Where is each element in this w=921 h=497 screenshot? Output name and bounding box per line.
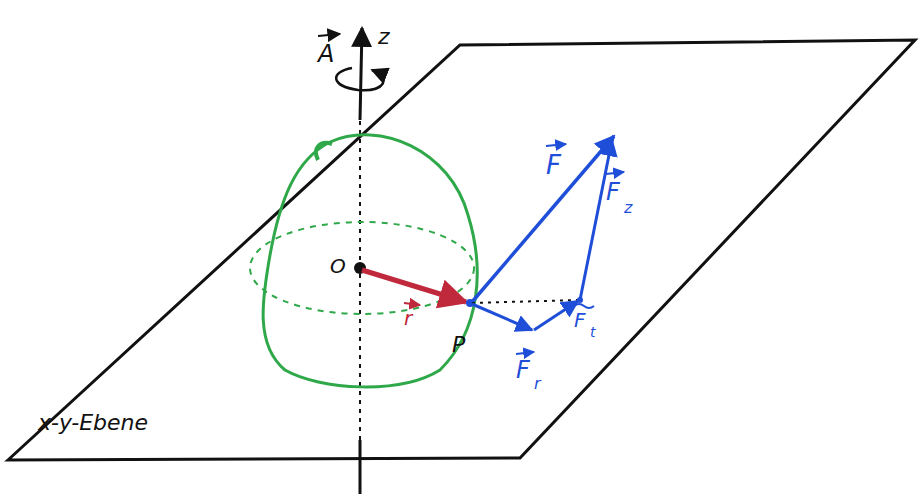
orbit-ellipse (250, 222, 474, 314)
subscript: z (624, 200, 632, 216)
point-label: O (330, 256, 346, 276)
r-vector (362, 270, 466, 302)
z-axis (360, 28, 362, 120)
vector-label: r (404, 308, 412, 328)
xy-plane (8, 40, 915, 460)
plane-label: x-y-Ebene (38, 412, 148, 434)
subscript: t (590, 325, 596, 339)
force-vector (472, 136, 614, 302)
vector-label: F (546, 152, 561, 178)
vector-label: F (516, 358, 530, 382)
vector-label: F (606, 180, 620, 204)
point-label: P (452, 334, 465, 356)
axis-label: z (378, 26, 390, 48)
vector-label: F (574, 310, 586, 330)
rigid-body (263, 135, 477, 387)
axis-label: A (318, 42, 334, 66)
rotation-arrow (336, 68, 383, 90)
subscript: r (534, 376, 541, 392)
